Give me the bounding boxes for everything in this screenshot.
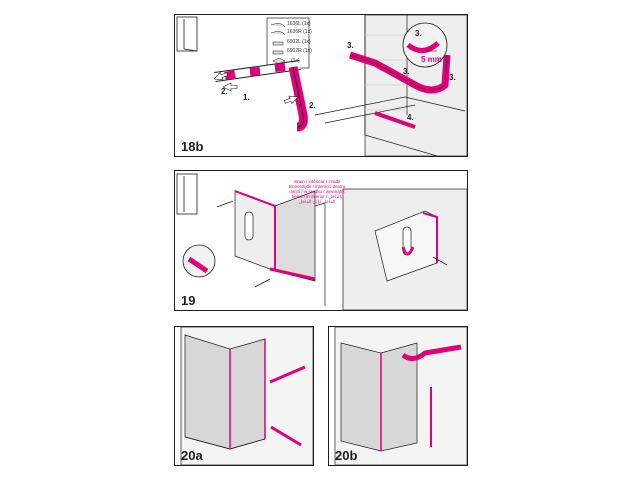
- panel-18b-drawing: [176, 15, 467, 156]
- measurement-label: 5 mm: [421, 55, 442, 64]
- callout-2b: 2.: [309, 101, 316, 110]
- panel-20a-drawing: [180, 327, 313, 465]
- callout-3b: 3.: [415, 29, 422, 38]
- shower-enclosure: [180, 327, 313, 465]
- screwdriver-icons: [216, 200, 448, 288]
- arrow-icons: [213, 71, 299, 105]
- part-code-5: (1x): [291, 58, 300, 64]
- step-number: 18b: [181, 139, 204, 154]
- shower-thumbnail-icon: [176, 16, 198, 52]
- note-line: innen / intérieur / inside: [293, 179, 341, 184]
- callout-3c: 3.: [403, 67, 410, 76]
- panel-20b-drawing: [334, 327, 467, 465]
- panel-step-19: innen / intérieur / inside binnenzijde /…: [174, 170, 468, 311]
- note-line: belső / in interior / بالداخل: [291, 194, 343, 199]
- note-line: الداخل / إلى الداخل: [298, 199, 336, 204]
- callout-4: 4.: [407, 113, 414, 122]
- note-line: binnenzijde / interno / dentro: [288, 184, 346, 189]
- seal-strip-wall: [348, 51, 451, 129]
- panel-step-20a: 20a: [174, 326, 314, 466]
- note-line: uvnitř / w środku / wewnątrz: [289, 189, 345, 194]
- step-number: 20a: [181, 448, 203, 463]
- panel-step-18b: 1636L (1x) 1636R (1x) 6902L (1x) 6902R (…: [174, 14, 468, 157]
- inside-note: innen / intérieur / inside binnenzijde /…: [271, 179, 363, 204]
- profile-left: [234, 190, 326, 306]
- step-number: 19: [181, 293, 196, 308]
- shower-thumbnail-icon: [176, 173, 198, 215]
- detail-magnifier: [402, 22, 448, 68]
- part-code-2: 1636R (1x): [287, 29, 312, 35]
- panel-19-drawing: [176, 173, 467, 310]
- step-number: 20b: [335, 448, 358, 463]
- part-code-1: 1636L (1x): [287, 21, 311, 27]
- panel-step-20b: 20b: [328, 326, 468, 466]
- callout-2a: 2.: [221, 87, 228, 96]
- callout-3d: 3.: [449, 73, 456, 82]
- part-code-4: 6902R (1x): [287, 48, 312, 54]
- callout-3a: 3.: [347, 41, 354, 50]
- seal-strip-main: [214, 60, 308, 132]
- part-code-3: 6902L (1x): [287, 39, 311, 45]
- callout-1: 1.: [243, 93, 250, 102]
- parts-icons: [270, 23, 286, 65]
